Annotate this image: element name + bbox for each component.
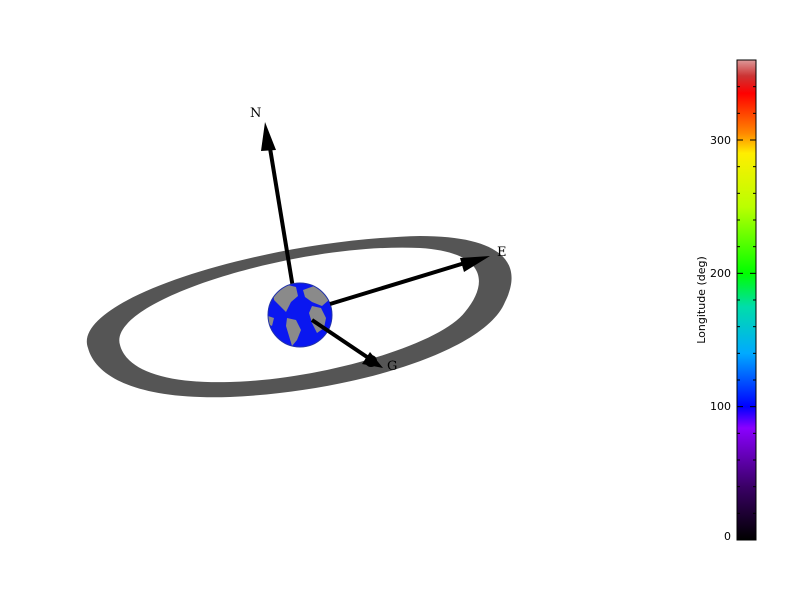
colorbar-tick-label-300: 300 bbox=[710, 134, 731, 147]
g-axis-arrow bbox=[310, 318, 383, 368]
north-label: N bbox=[250, 106, 261, 121]
east-label: E bbox=[497, 245, 507, 260]
g-label: G bbox=[387, 359, 397, 374]
colorbar-tick-label-0: 0 bbox=[724, 530, 731, 543]
earth-globe bbox=[267, 282, 333, 348]
east-axis-arrow bbox=[329, 256, 490, 306]
colorbar-ticks bbox=[737, 59, 756, 541]
colorbar-label: Longitude (deg) bbox=[695, 256, 708, 344]
colorbar-tick-label-100: 100 bbox=[710, 400, 731, 413]
orbit-ring bbox=[86, 236, 512, 398]
colorbar-scale bbox=[737, 60, 756, 540]
colorbar-tick-label-200: 200 bbox=[710, 267, 731, 280]
colorbar: 0 100 200 300 Longitude (deg) bbox=[695, 59, 757, 543]
north-axis-arrow bbox=[261, 122, 295, 289]
